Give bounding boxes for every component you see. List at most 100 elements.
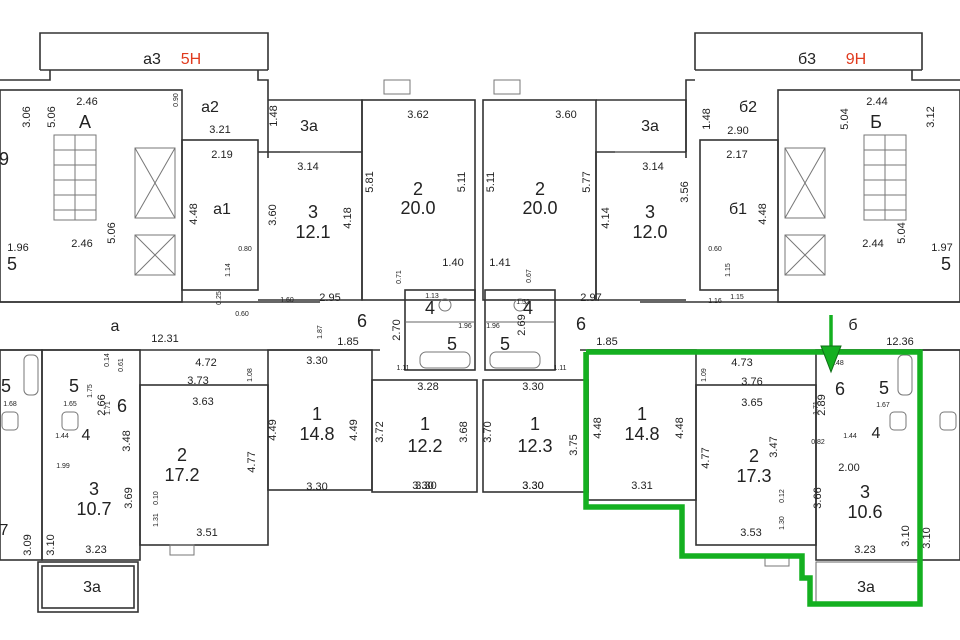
room-label-A: А	[79, 112, 91, 132]
dimension-label: 1.48	[268, 105, 280, 126]
dimension-label: 1.11	[553, 365, 566, 372]
room-label-3-rr: 3	[860, 482, 870, 502]
dimension-label: 12.31	[151, 333, 179, 345]
room-label-3a-rr: 3а	[857, 579, 875, 596]
room-label-1-ll-area: 14.8	[299, 424, 334, 444]
room-label-3-l-area: 12.1	[295, 222, 330, 242]
dimension-label: 4.72	[195, 357, 216, 369]
dimension-label: 0.80	[238, 246, 252, 253]
dimension-label: 5.11	[456, 172, 468, 193]
room-label-b1: б1	[729, 201, 747, 218]
dimension-label: 1.41	[489, 257, 510, 269]
dimension-label: 1.44	[843, 433, 857, 440]
dimension-label: 3.09	[22, 534, 34, 555]
room-label-4-rr: 4	[872, 425, 881, 442]
dimension-label: 1.52	[516, 299, 530, 306]
dimension-label: 3.10	[921, 527, 933, 548]
dimension-label: 1.65	[63, 401, 77, 408]
dimension-label: 3.28	[417, 381, 438, 393]
dimension-label: 0.48	[830, 360, 844, 367]
dimension-label: 2.19	[211, 149, 232, 161]
room-label-6-rr: 6	[835, 379, 845, 399]
section-right-floors: 9Н	[846, 51, 866, 68]
dimension-label: 3.30	[522, 480, 543, 492]
room-label-5-rc: 5	[500, 334, 510, 354]
room-label-5-ll1: 5	[1, 376, 11, 396]
room-label-1-lc: 1	[420, 414, 430, 434]
room-label-4-lc: 4	[425, 298, 435, 318]
dimension-label: 1.08	[247, 368, 254, 382]
room-label-3a-l: 3а	[300, 118, 318, 135]
dimension-label: 1.15	[730, 294, 744, 301]
dimension-label: 0.82	[811, 439, 825, 446]
dimension-label: 4.49	[267, 419, 279, 440]
dimension-label: 2.95	[319, 292, 340, 304]
dimension-label: 1.14	[225, 263, 232, 277]
room-label-a1: а1	[213, 201, 231, 218]
dimension-label: 5.04	[839, 108, 851, 129]
dimension-label: 3.10	[45, 534, 57, 555]
room-label-2-rr: 2	[749, 446, 759, 466]
room-label-3-l: 3	[308, 202, 318, 222]
dimension-label: 0.60	[708, 246, 722, 253]
dimension-label: 1.67	[876, 402, 890, 409]
room-label-5-ll2: 5	[69, 376, 79, 396]
dimension-label: 3.30	[522, 480, 543, 492]
room-label-3a-r: 3а	[641, 118, 659, 135]
dimension-label: 3.47	[768, 436, 780, 457]
dimension-label: 3.65	[741, 397, 762, 409]
dimension-label: 0.14	[104, 353, 111, 367]
room-label-1-rr-area: 14.8	[624, 424, 659, 444]
dimension-label: 3.60	[555, 109, 576, 121]
room-label-2-rr-area: 17.3	[736, 466, 771, 486]
dimension-label: 3.68	[458, 421, 470, 442]
dimension-label: 0.61	[118, 358, 125, 372]
room-label-L-5: 5	[7, 254, 17, 274]
dimension-label: 3.75	[568, 434, 580, 455]
dimension-label: 3.51	[196, 527, 217, 539]
dimension-label: 2.70	[391, 319, 403, 340]
dimension-label: 1.96	[486, 323, 500, 330]
dimension-label: 2.44	[862, 238, 883, 250]
room-label-1-lc-area: 12.2	[407, 436, 442, 456]
dimension-label: 2.46	[71, 238, 92, 250]
room-label-3-ll-area: 10.7	[76, 499, 111, 519]
dimension-label: 3.14	[297, 161, 318, 173]
dimension-label: 4.48	[757, 203, 769, 224]
dimension-label: 3.21	[209, 124, 230, 136]
dimension-label: 5.06	[106, 222, 118, 243]
apartment-highlight	[583, 349, 923, 607]
dimension-label: 3.76	[741, 376, 762, 388]
room-label-7-ll: 7	[0, 522, 9, 539]
room-label-2-ll: 2	[177, 445, 187, 465]
dimension-label: 0.12	[779, 489, 786, 503]
dimension-label: 1.48	[701, 108, 713, 129]
dimension-label: 0.67	[526, 269, 533, 283]
dimension-label: 3.23	[854, 544, 875, 556]
stairs-and-lifts	[53, 134, 907, 276]
section-left-label: а3	[143, 51, 161, 68]
dimension-label: 3.63	[192, 396, 213, 408]
dimension-label: 2.66	[96, 394, 108, 415]
dimension-label: 4.48	[188, 203, 200, 224]
dimension-label: 4.73	[731, 357, 752, 369]
dimension-label: 0.10	[153, 491, 160, 505]
dimension-label: 1.09	[701, 368, 708, 382]
dimension-label: 3.69	[123, 487, 135, 508]
section-left-floors: 5Н	[181, 51, 201, 68]
dimension-label: 3.12	[925, 106, 937, 127]
dimension-label: 3.48	[121, 430, 133, 451]
room-label-4-rc: 4	[523, 298, 533, 318]
outer-walls	[0, 32, 960, 613]
dimension-label: 4.48	[592, 417, 604, 438]
room-label-4-ll: 4	[82, 427, 91, 444]
dimension-label: 3.30	[522, 381, 543, 393]
dimension-label: 4.48	[674, 417, 686, 438]
dimension-label: 3.60	[267, 204, 279, 225]
room-label-3-ll: 3	[89, 479, 99, 499]
dimension-label: 2.46	[76, 96, 97, 108]
dimension-label: 3.30	[412, 480, 433, 492]
room-label-1-ll: 1	[312, 404, 322, 424]
dimension-label: 1.40	[442, 257, 463, 269]
